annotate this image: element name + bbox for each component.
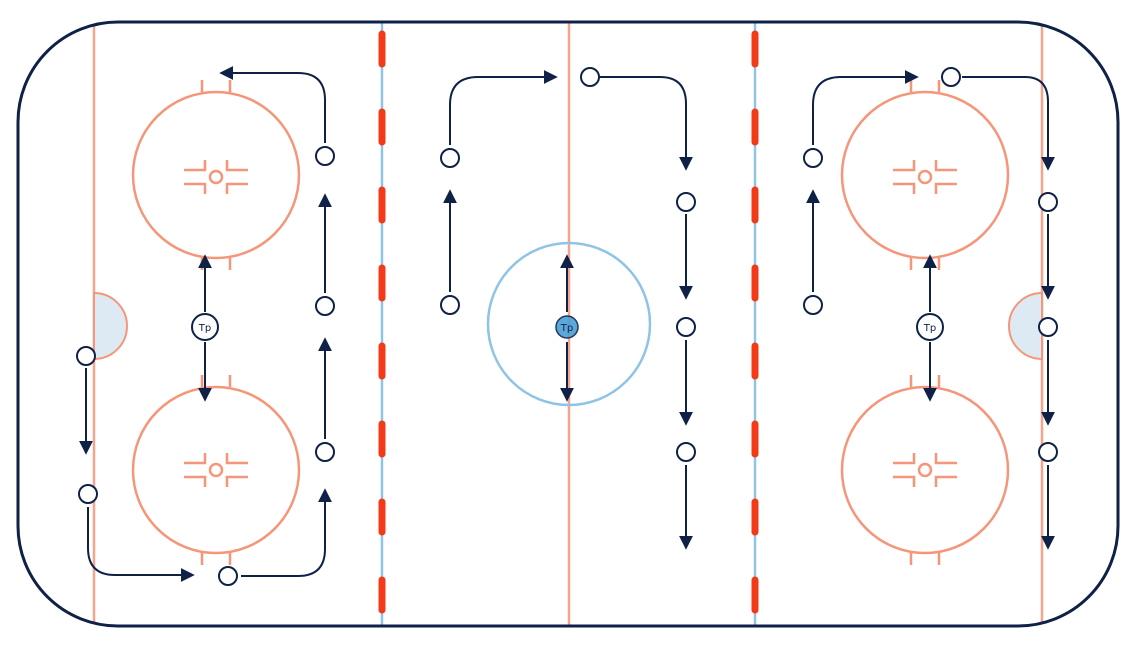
coach-marker-right: Tp [916,313,944,341]
rink-boards [16,20,1120,628]
path-right-top-drop [962,76,1055,171]
player-marker [78,484,98,504]
coach-marker-left: Tp [191,313,219,341]
path-neutral-top-loop [449,70,558,145]
player-marker [218,566,238,586]
path-neutral-right-top [590,76,693,171]
player-marker [1038,192,1058,212]
player-marker [315,296,335,316]
players [76,67,1058,586]
center-faceoff-circle [486,241,652,407]
faceoff-circle-bottom-left [131,375,301,565]
path-right-top-loop [812,70,919,145]
coach-marker-center: Tp [555,315,579,339]
player-marker [440,295,460,315]
path-left-bottom-up [241,488,332,577]
coach-label: Tp [923,323,936,334]
player-marker [803,295,823,315]
path-left-bottom-loop [87,507,195,582]
player-paths [79,66,1055,582]
player-marker [580,67,600,87]
player-marker [1038,317,1058,337]
coach-label: Tp [198,323,211,334]
player-marker [676,442,696,462]
player-marker [440,148,460,168]
faceoff-circle-top-left [131,80,301,270]
player-marker [676,192,696,212]
player-marker [315,146,335,166]
coach-label: Tp [560,323,573,334]
player-marker [315,442,335,462]
player-marker [941,67,961,87]
goal-crease-right [1008,291,1043,361]
faceoff-circle-bottom-right [840,375,1010,565]
player-marker [76,346,96,366]
player-marker [803,148,823,168]
goal-crease-left [93,291,128,361]
player-marker [1038,442,1058,462]
path-top-left-loop [219,66,326,143]
player-marker [676,317,696,337]
